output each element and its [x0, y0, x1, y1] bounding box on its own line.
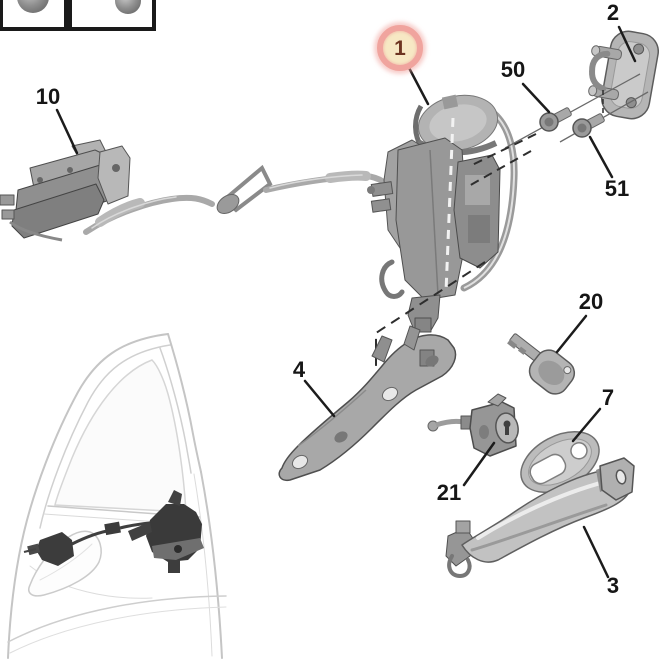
part-2-striker — [588, 30, 659, 120]
part-label-20[interactable]: 20 — [578, 289, 604, 314]
leader-21 — [462, 441, 496, 487]
leader-51 — [588, 135, 614, 179]
catalog-grid-cells — [0, 0, 156, 31]
part-label-4[interactable]: 4 — [292, 357, 306, 382]
leader-2 — [617, 25, 637, 63]
thumbnail-part-sphere — [17, 0, 49, 13]
installed-lock-silhouette — [23, 490, 204, 573]
lock-cable — [83, 164, 397, 235]
door-mirror — [28, 530, 102, 597]
car-door-drawing — [7, 333, 227, 659]
part-label-3[interactable]: 3 — [606, 573, 620, 598]
leader-lines — [55, 25, 637, 579]
part-21-lock-cylinder — [427, 393, 519, 457]
part-label-1-highlighted[interactable]: 1 — [377, 25, 423, 71]
leader-10 — [55, 108, 79, 155]
part-10-lock-module — [0, 139, 131, 242]
part-label-2[interactable]: 2 — [606, 0, 620, 25]
part-50-screw — [539, 107, 572, 132]
leader-7 — [571, 407, 602, 443]
cable-channel-dashed — [444, 117, 455, 293]
part-3-door-handle — [445, 457, 635, 578]
part-label-7[interactable]: 7 — [601, 385, 615, 410]
part-1-door-lock — [367, 94, 518, 333]
alignment-dashed-lines — [375, 90, 604, 390]
part-51-screw — [572, 113, 605, 138]
leader-20 — [555, 314, 588, 354]
leader-1 — [405, 62, 430, 106]
part-label-51[interactable]: 51 — [604, 176, 630, 201]
leader-4 — [303, 379, 336, 418]
part-label-50[interactable]: 50 — [500, 57, 526, 82]
part-20-key — [507, 333, 576, 395]
part-label-21[interactable]: 21 — [436, 480, 462, 505]
leader-3 — [582, 525, 610, 579]
thumbnail-part-sphere — [115, 0, 141, 14]
leader-50 — [521, 82, 551, 114]
part-label-10[interactable]: 10 — [35, 84, 61, 109]
part-4-handle-carrier — [278, 325, 457, 482]
